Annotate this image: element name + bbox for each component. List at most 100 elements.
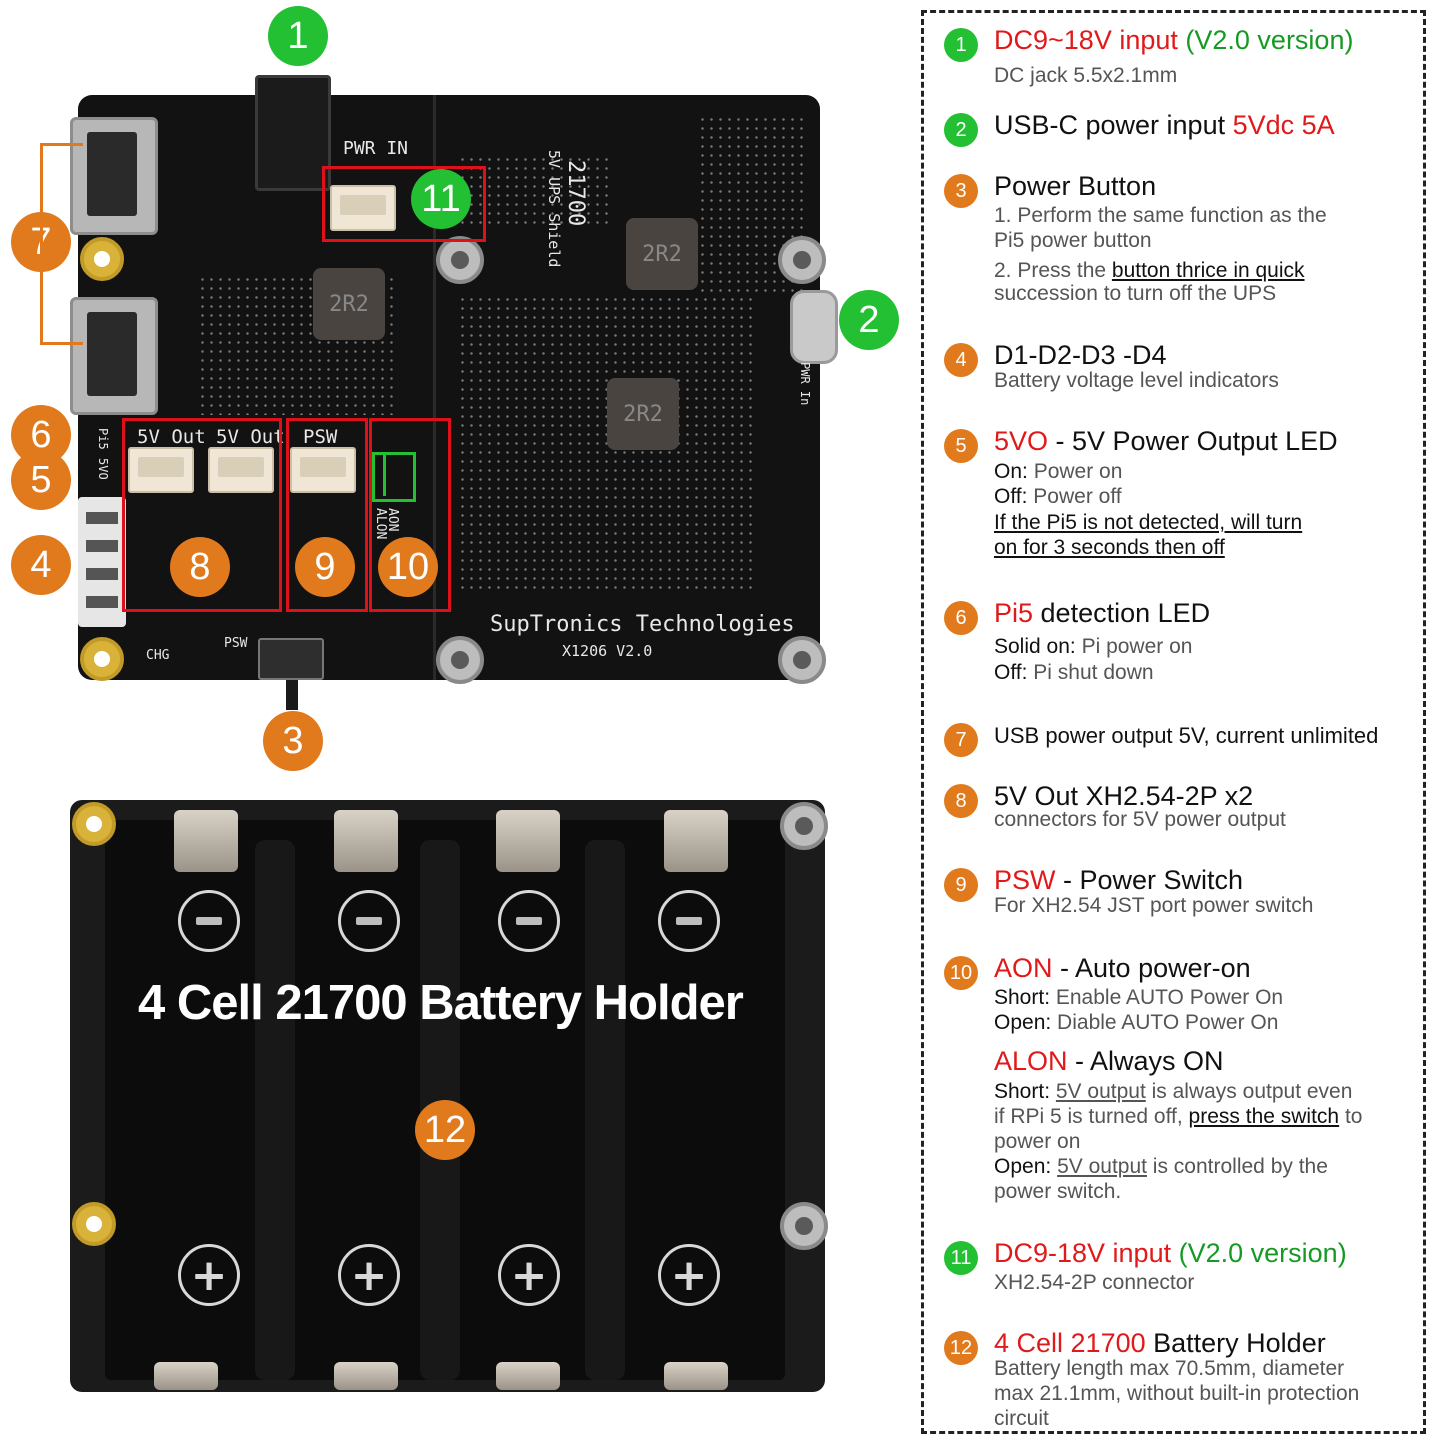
negative-terminal-icon [498, 890, 560, 952]
silk-psw: PSW [303, 426, 338, 448]
mount-hole [80, 637, 124, 681]
led-d1 [86, 512, 118, 524]
legend-marker: 3 [944, 174, 978, 208]
marker-10: 10 [378, 537, 438, 597]
negative-terminal-icon [178, 890, 240, 952]
legend-title: Pi5 detection LED [994, 598, 1211, 628]
legend-sub: if RPi 5 is turned off, press the switch… [994, 1105, 1363, 1128]
marker-4: 4 [11, 535, 71, 595]
silk-pwr-in: PWR IN [343, 138, 409, 159]
legend-sub: Open: 5V output is controlled by the [994, 1155, 1328, 1178]
usb-a-port-top [70, 117, 158, 235]
marker-2: 2 [839, 290, 899, 350]
legend-title-alon: ALON - Always ON [994, 1046, 1224, 1076]
legend-title: PSW - Power Switch [994, 865, 1244, 895]
positive-terminal-icon: + [178, 1244, 240, 1306]
legend-sub: Short: Enable AUTO Power On [994, 986, 1284, 1009]
legend-sub: Short: 5V output is always output even [994, 1080, 1353, 1103]
standoff [436, 236, 484, 284]
led-d2 [86, 540, 118, 552]
legend-sub: For XH2.54 JST port power switch [994, 894, 1314, 917]
power-button [258, 638, 324, 680]
silk-5v-out-2: 5V Out [216, 426, 285, 448]
legend-panel: 1 DC9~18V input (V2.0 version) DC jack 5… [921, 10, 1426, 1434]
legend-sub: Pi5 power button [994, 229, 1152, 252]
battery-clip [496, 1362, 560, 1390]
legend-sub: power on [994, 1130, 1081, 1153]
silk-shield: 5V UPS Shield [545, 150, 563, 268]
legend-marker: 5 [944, 429, 978, 463]
positive-terminal-icon: + [338, 1244, 400, 1306]
jst-dc-input [330, 185, 396, 231]
mount-hole [72, 1202, 116, 1246]
marker-9: 9 [295, 537, 355, 597]
legend-title: DC9~18V input (V2.0 version) [994, 25, 1354, 55]
mount-hole [80, 237, 124, 281]
holder-title: 4 Cell 21700 Battery Holder [138, 976, 744, 1030]
jst-psw [290, 447, 356, 493]
battery-clip [154, 1362, 218, 1390]
silk-maker: SupTronics Technologies [490, 612, 795, 637]
legend-title: USB power output 5V, current unlimited [994, 723, 1379, 748]
legend-title: AON - Auto power-on [994, 953, 1251, 983]
led-d3 [86, 568, 118, 580]
standoff [436, 636, 484, 684]
aon-alon-jumper [372, 452, 416, 502]
legend-sub: max 21.1mm, without built-in protection [994, 1382, 1360, 1405]
silk-chg: CHG [146, 648, 170, 663]
legend-marker: 4 [944, 343, 978, 377]
legend-sub: On: Power on [994, 460, 1123, 483]
negative-terminal-icon [338, 890, 400, 952]
standoff [780, 802, 828, 850]
legend-title: DC9-18V input (V2.0 version) [994, 1238, 1347, 1268]
standoff [778, 636, 826, 684]
legend-marker: 7 [944, 723, 978, 757]
legend-sub: If the Pi5 is not detected, will turn [994, 511, 1303, 534]
silk-5vo: 5VO [96, 458, 110, 480]
legend-title: D1-D2-D3 -D4 [994, 340, 1167, 370]
legend-sub: XH2.54-2P connector [994, 1271, 1195, 1294]
legend-sub: Off: Power off [994, 485, 1122, 508]
bay-rib [255, 840, 295, 1380]
legend-marker: 9 [944, 868, 978, 902]
usb-c-port [790, 290, 838, 364]
legend-sub: succession to turn off the UPS [994, 282, 1277, 305]
legend-sub: connectors for 5V power output [994, 808, 1286, 831]
battery-clip [174, 810, 238, 872]
legend-title: USB-C power input 5Vdc 5A [994, 110, 1335, 140]
marker-11: 11 [411, 169, 471, 229]
callout-box-11 [322, 166, 486, 242]
callout-box-10 [369, 418, 451, 612]
marker-6: 6 [11, 405, 71, 465]
silk-version: X1206 V2.0 [562, 642, 653, 660]
legend-sub: 1. Perform the same function as the [994, 204, 1327, 227]
legend-marker: 11 [944, 1241, 978, 1275]
legend-title: 4 Cell 21700 Battery Holder [994, 1328, 1326, 1358]
legend-sub: Open: Diable AUTO Power On [994, 1011, 1279, 1034]
battery-clip [664, 1362, 728, 1390]
negative-terminal-icon [658, 890, 720, 952]
callout-box-8 [122, 418, 282, 612]
legend-sub: on for 3 seconds then off [994, 536, 1225, 559]
usb-a-port-bottom [70, 297, 158, 415]
legend-sub: circuit [994, 1407, 1049, 1430]
inductor: 2R2 [626, 218, 698, 290]
inductor: 2R2 [313, 268, 385, 340]
bay-rib [585, 840, 625, 1380]
legend-marker: 10 [944, 956, 978, 990]
marker-12: 12 [415, 1100, 475, 1160]
silk-model: 21700 [563, 160, 588, 227]
silk-pwr-in-c: PWR In [798, 362, 812, 406]
marker-3: 3 [263, 711, 323, 771]
legend-marker: 1 [944, 28, 978, 62]
standoff [778, 236, 826, 284]
marker-8: 8 [170, 537, 230, 597]
positive-terminal-icon: + [658, 1244, 720, 1306]
battery-clip [334, 810, 398, 872]
marker-1: 1 [268, 6, 328, 66]
legend-sub: Off: Pi shut down [994, 661, 1154, 684]
silk-5v-out-1: 5V Out [137, 426, 206, 448]
legend-sub: 2. Press the button thrice in quick [994, 259, 1305, 282]
positive-terminal-icon: + [498, 1244, 560, 1306]
led-d4 [86, 596, 118, 608]
